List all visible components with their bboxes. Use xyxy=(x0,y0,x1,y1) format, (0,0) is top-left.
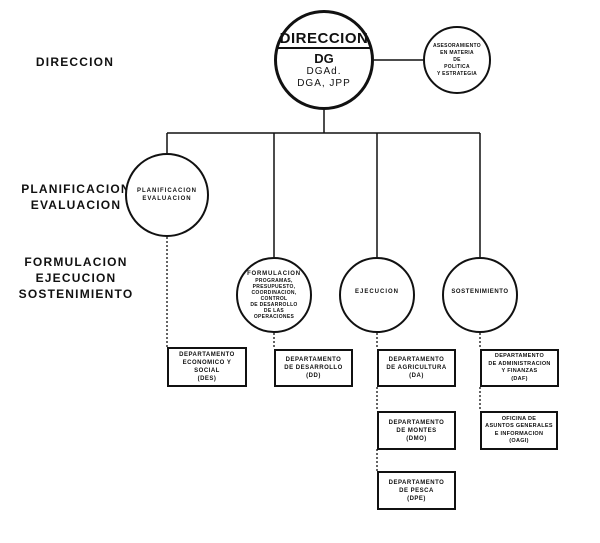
node-direccion-line: DGAd. xyxy=(306,66,342,77)
dept-daf-line: (DAF) xyxy=(511,375,528,382)
level-label-direccion: DIRECCION xyxy=(20,54,130,70)
dept-dpe-line: DEPARTAMENTO xyxy=(388,479,445,486)
level-label-planificacion: PLANIFICACION EVALUACION xyxy=(18,181,134,213)
node-asesoramiento-line: POLITICA xyxy=(444,63,470,70)
dept-da-line: DEPARTAMENTO xyxy=(388,357,445,363)
dept-dmo-line: DEPARTAMENTO xyxy=(388,419,445,426)
dept-daf-line: DE ADMINISTRACION xyxy=(488,360,551,367)
dept-dd: DEPARTAMENTO DE DESARROLLO (DD) xyxy=(274,349,353,387)
dept-oagi-line: (OAGI) xyxy=(509,438,529,444)
dept-daf-line: Y FINANZAS xyxy=(501,368,538,374)
level-label-line: EVALUACION xyxy=(30,198,122,212)
node-formulacion-line: COORDINACION, xyxy=(251,290,297,296)
node-asesoramiento: ASESORAMIENTO EN MATERIA DE POLITICA Y E… xyxy=(423,26,491,94)
dept-des-line: SOCIAL xyxy=(194,368,220,374)
dept-dd-line: DEPARTAMENTO xyxy=(285,357,342,363)
node-asesoramiento-line: Y ESTRATEGIA xyxy=(436,70,478,77)
node-sostenimiento: SOSTENIMIENTO xyxy=(442,257,518,333)
node-asesoramiento-line: DE xyxy=(453,56,461,63)
dept-dpe-line: (DPE) xyxy=(407,495,426,502)
dept-dd-line: DE DESARROLLO xyxy=(284,365,343,371)
level-label-line: PLANIFICACION xyxy=(21,182,131,196)
dept-daf: DEPARTAMENTO DE ADMINISTRACION Y FINANZA… xyxy=(480,349,559,387)
node-direccion-line: DGA, JPP xyxy=(297,78,351,89)
dept-da-line: DE AGRICULTURA xyxy=(386,365,447,371)
dept-oagi-line: E INFORMACION xyxy=(494,430,544,437)
dept-dmo: DEPARTAMENTO DE MONTES (DMO) xyxy=(377,411,456,450)
dept-oagi-line: OFICINA DE xyxy=(501,415,537,422)
dept-da: DEPARTAMENTO DE AGRICULTURA (DA) xyxy=(377,349,456,387)
dept-des: DEPARTAMENTO ECONOMICO Y SOCIAL (DES) xyxy=(167,347,247,387)
node-planificacion: PLANIFICACION EVALUACION xyxy=(125,153,209,237)
dept-des-line: ECONOMICO Y xyxy=(182,360,232,366)
node-planificacion-line: PLANIFICACION xyxy=(137,188,197,194)
node-direccion: DIRECCION DG DGAd. DGA, JPP xyxy=(274,10,374,110)
level-label-line: EJECUCION xyxy=(35,271,117,285)
node-asesoramiento-line: EN MATERIA xyxy=(440,49,474,56)
node-planificacion-line: EVALUACION xyxy=(142,196,192,202)
node-formulacion-line: PRESUPUESTO, xyxy=(252,284,296,290)
dept-des-line: DEPARTAMENTO xyxy=(179,352,235,358)
node-sostenimiento-text: SOSTENIMIENTO xyxy=(451,289,509,295)
node-formulacion: FORMULACION PROGRAMAS, PRESUPUESTO, COOR… xyxy=(236,257,312,333)
dept-dpe: DEPARTAMENTO DE PESCA (DPE) xyxy=(377,471,456,510)
node-formulacion-line: CONTROL xyxy=(260,296,288,302)
node-direccion-line: DG xyxy=(314,51,334,66)
node-formulacion-line: PROGRAMAS, xyxy=(255,278,293,284)
node-direccion-title: DIRECCION xyxy=(277,30,371,49)
node-asesoramiento-line: ASESORAMIENTO xyxy=(433,42,481,49)
dept-dpe-line: DE PESCA xyxy=(399,487,434,494)
dept-dmo-line: DE MONTES xyxy=(396,427,437,434)
level-label-operaciones: FORMULACION EJECUCION SOSTENIMIENTO xyxy=(18,254,134,302)
dept-daf-line: DEPARTAMENTO xyxy=(494,353,545,359)
dept-dd-line: (DD) xyxy=(306,373,321,379)
node-formulacion-line: DE LAS xyxy=(263,308,285,314)
level-label-line: SOSTENIMIENTO xyxy=(18,287,134,301)
node-ejecucion: EJECUCION xyxy=(339,257,415,333)
node-formulacion-line: DE DESARROLLO xyxy=(250,302,298,308)
level-label-line: FORMULACION xyxy=(24,255,128,269)
dept-da-line: (DA) xyxy=(409,373,424,379)
dept-dmo-line: (DMO) xyxy=(406,435,427,442)
dept-des-line: (DES) xyxy=(197,376,217,382)
node-ejecucion-text: EJECUCION xyxy=(354,289,399,295)
dept-oagi-line: ASUNTOS GENERALES xyxy=(485,423,553,429)
node-formulacion-title: FORMULACION xyxy=(247,271,301,277)
dept-oagi: OFICINA DE ASUNTOS GENERALES E INFORMACI… xyxy=(480,411,558,450)
level-label-direccion-text: DIRECCION xyxy=(35,55,115,69)
node-formulacion-line: OPERACIONES xyxy=(253,314,295,320)
